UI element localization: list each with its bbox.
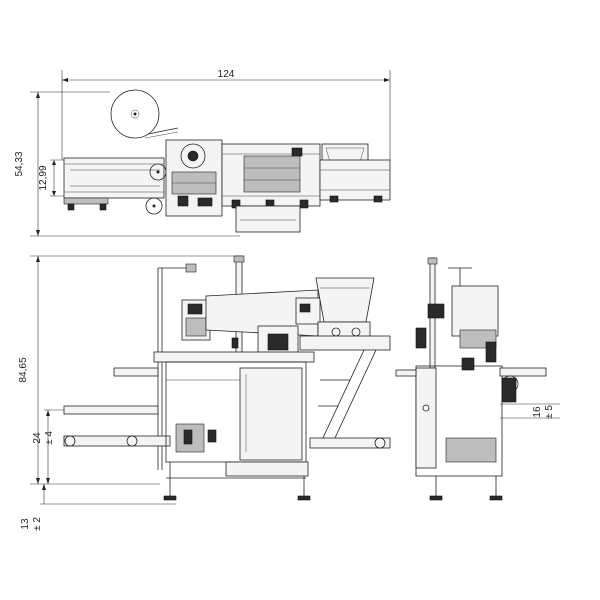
side-foot-right bbox=[489, 495, 503, 501]
dim-front-conveyor: 24 ± 4 bbox=[32, 409, 70, 484]
dim-side-outfeed: 16 ± 5 bbox=[500, 403, 560, 419]
dim-front-conveyor-tol: ± 4 bbox=[44, 431, 55, 445]
side-view: 16 ± 5 bbox=[395, 257, 560, 501]
front-outfeed-conveyor bbox=[299, 335, 391, 351]
top-view: 124 54,33 12,99 bbox=[14, 69, 391, 237]
front-view: 84,65 24 ± 4 13 ± 2 bbox=[18, 255, 391, 531]
side-cabinet bbox=[415, 367, 437, 469]
dim-top-length-label: 124 bbox=[218, 69, 235, 80]
dim-top-length: 124 bbox=[61, 69, 391, 160]
dim-front-height-label: 84,65 bbox=[18, 357, 29, 382]
top-infeed-conveyor bbox=[63, 157, 165, 199]
side-head bbox=[451, 285, 499, 337]
front-hopper bbox=[315, 277, 375, 323]
side-outfeed bbox=[499, 367, 547, 377]
dim-front-height: 84,65 bbox=[18, 255, 240, 485]
dim-front-foot-tol: ± 2 bbox=[32, 517, 43, 531]
front-foot-right bbox=[297, 495, 311, 501]
front-electrical-cabinet bbox=[239, 367, 303, 461]
side-foot-left bbox=[429, 495, 443, 501]
dim-top-width: 54,33 bbox=[14, 91, 240, 237]
dim-top-inner-label: 12,99 bbox=[38, 165, 49, 190]
dim-side-outfeed-label: 16 bbox=[532, 406, 543, 418]
dim-side-outfeed-tol: ± 5 bbox=[544, 405, 555, 419]
front-infeed-conveyor bbox=[63, 405, 159, 415]
dim-top-width-label: 54,33 bbox=[14, 151, 25, 176]
dim-front-foot: 13 ± 2 bbox=[20, 484, 176, 531]
dim-front-foot-label: 13 bbox=[20, 518, 31, 530]
top-outfeed-conveyor bbox=[319, 159, 391, 201]
front-hmi-screen bbox=[267, 333, 289, 351]
film-reel bbox=[110, 89, 179, 139]
front-foot-left bbox=[163, 495, 177, 501]
dim-front-conveyor-label: 24 bbox=[32, 432, 43, 444]
